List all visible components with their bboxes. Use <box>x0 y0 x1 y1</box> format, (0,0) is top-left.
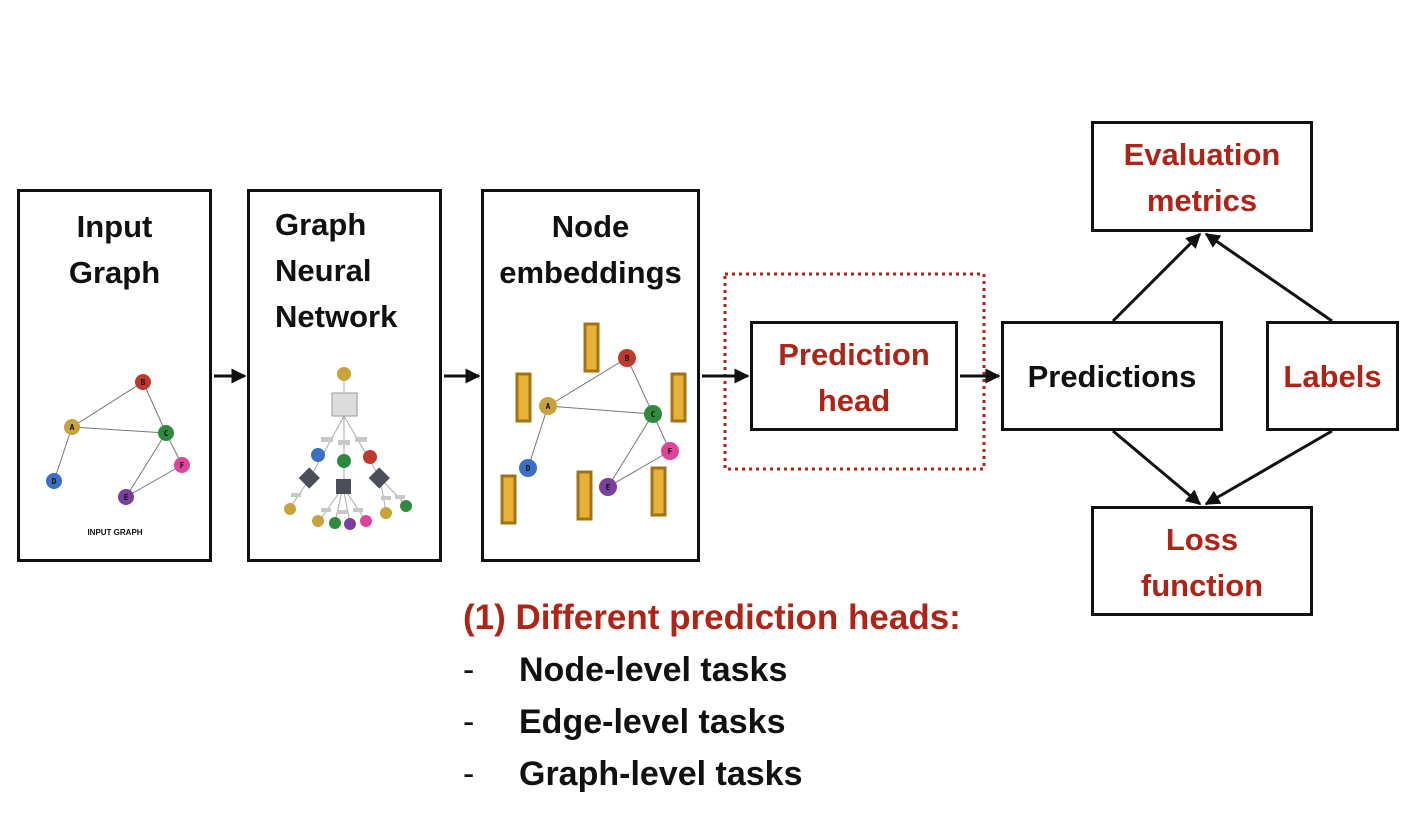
emb-node-label-c: C <box>651 410 656 419</box>
graph-node-b <box>135 374 151 390</box>
emb-node-label-a: A <box>546 402 551 411</box>
node-label-c: C <box>164 429 169 438</box>
arrow-predictions-to-loss <box>1112 429 1202 506</box>
bullet-dash: - <box>463 651 475 689</box>
prediction-head-title: Prediction head <box>778 337 930 418</box>
input-graph-title: Input Graph <box>68 209 161 290</box>
evaluation-metrics-box: Evaluation metrics <box>1091 121 1313 232</box>
embedding-bar <box>576 470 593 521</box>
emb-node-label-d: D <box>526 464 531 473</box>
node-embeddings-title: Node embeddings <box>499 209 682 290</box>
input-graph-network: A B C D E F INPUT GRAPH <box>46 374 190 537</box>
prediction-head-box: Prediction head <box>750 321 958 431</box>
predictions-box: Predictions <box>1001 321 1223 431</box>
emb-node-label-f: F <box>668 447 673 456</box>
loss-function-title: Loss function <box>1140 522 1264 603</box>
embedding-bar <box>650 466 667 517</box>
prediction-heads-list: (1) Different prediction heads: - Node-l… <box>463 592 961 800</box>
bullet-dash: - <box>463 755 475 793</box>
arrow-predictions-to-metrics <box>1111 232 1202 323</box>
gnn-title: Graph Neural Network <box>275 207 398 334</box>
prediction-head-dotted-frame <box>723 272 986 471</box>
emb-node-label-e: E <box>606 483 611 492</box>
node-embeddings-network: A B C D E F <box>500 322 687 525</box>
list-item-label: Graph-level tasks <box>519 755 803 793</box>
arrow-labels-to-metrics <box>1204 232 1333 323</box>
labels-box: Labels <box>1266 321 1399 431</box>
loss-function-box: Loss function <box>1091 506 1313 616</box>
node-label-e: E <box>124 493 129 502</box>
bullet-dash: - <box>463 703 475 741</box>
predictions-title: Predictions <box>1027 359 1197 394</box>
node-label-f: F <box>180 461 185 470</box>
list-item-label: Node-level tasks <box>519 651 788 689</box>
graph-node-c <box>158 425 174 441</box>
arrow-labels-to-loss <box>1204 429 1333 506</box>
node-label-d: D <box>52 477 57 486</box>
node-label-b: B <box>141 378 146 387</box>
graph-node-a <box>64 419 80 435</box>
graph-node-f <box>174 457 190 473</box>
graph-node-e <box>118 489 134 505</box>
input-graph-caption: INPUT GRAPH <box>87 528 142 537</box>
list-item-label: Edge-level tasks <box>519 703 786 741</box>
embedding-bar <box>670 372 687 423</box>
embedding-bar <box>500 474 517 525</box>
emb-node-label-b: B <box>625 354 630 363</box>
embedding-bar <box>515 372 532 423</box>
list-heading: (1) Different prediction heads: <box>463 598 961 637</box>
input-graph-box: Input Graph <box>17 189 212 562</box>
gnn-computation-tree <box>284 367 412 530</box>
node-label-a: A <box>70 423 75 432</box>
list-item: - Graph-level tasks <box>463 748 961 800</box>
embedding-bar <box>583 322 600 373</box>
labels-title: Labels <box>1283 359 1382 394</box>
list-item: - Edge-level tasks <box>463 696 961 748</box>
list-item: - Node-level tasks <box>463 644 961 696</box>
graph-node-d <box>46 473 62 489</box>
evaluation-metrics-title: Evaluation metrics <box>1123 137 1281 218</box>
